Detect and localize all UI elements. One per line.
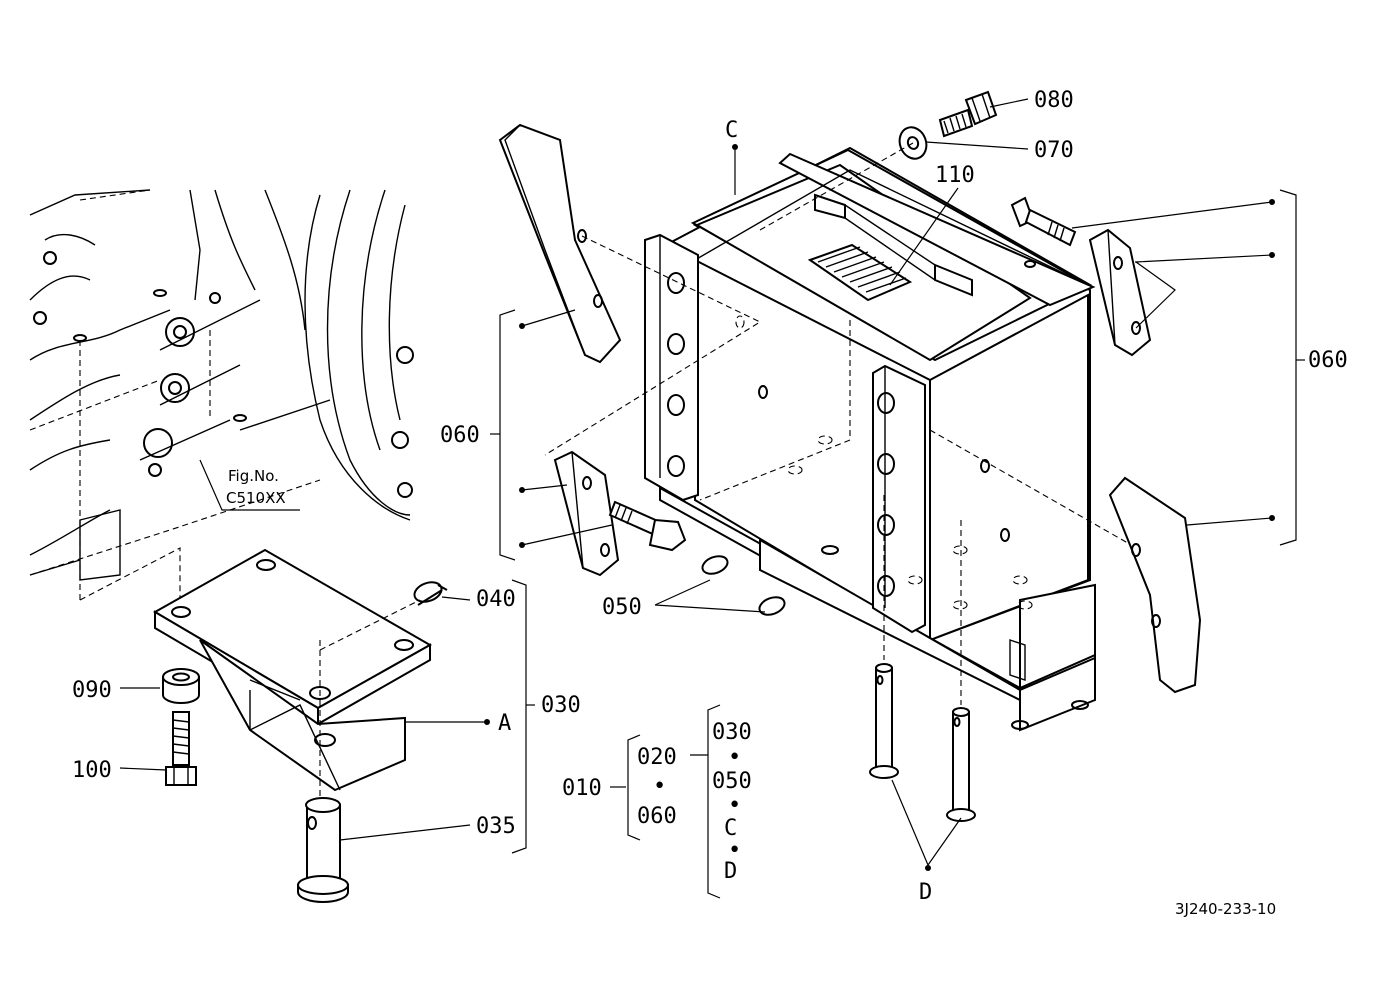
bolt-right-upper (1010, 196, 1077, 247)
callout-060-left: 060 (440, 423, 480, 448)
callout-c: C (725, 118, 738, 143)
assembly-separator: • (728, 745, 741, 770)
assembly-group2-item: D (724, 859, 737, 884)
assembly-group1-item: 060 (637, 804, 677, 829)
leader-lines (119, 98, 1305, 899)
weight-plate-right-upper (1088, 228, 1152, 357)
callout-040: 040 (476, 587, 516, 612)
callout-070: 070 (1034, 138, 1074, 163)
tractor-frame-fragment: Fig.No. C510XX (29, 189, 414, 581)
assembly-separator: • (728, 793, 741, 818)
callout-d: D (919, 880, 932, 905)
callout-030: 030 (541, 693, 581, 718)
callout-035: 035 (476, 814, 516, 839)
callout-110: 110 (935, 163, 975, 188)
assembly-separator: • (653, 774, 666, 799)
callout-a: A (498, 711, 511, 736)
fig-ref-line1: Fig.No. (228, 467, 279, 485)
bolt-left-middle (608, 500, 687, 552)
fig-ref-line2: C510XX (226, 489, 286, 507)
bracket-030 (152, 548, 433, 800)
weight-plate-left-upper (498, 123, 762, 456)
assembly-group2-item: C (724, 816, 737, 841)
weight-plate-right-lower (1108, 476, 1202, 694)
assembly-separator: • (728, 838, 741, 863)
pin-d-right (946, 707, 976, 822)
weight-block (644, 146, 1141, 732)
lynch-pin-040 (413, 581, 448, 606)
assembly-root: 010 (562, 776, 602, 801)
pin-035 (297, 797, 349, 903)
callout-090: 090 (72, 678, 112, 703)
callout-060-right: 060 (1308, 348, 1348, 373)
assembly-group2-item: 050 (712, 769, 752, 794)
callout-100: 100 (72, 758, 112, 783)
callout-labels: 080 070 110 C 060 060 050 040 030 A 090 … (72, 88, 1348, 905)
callout-080: 080 (1034, 88, 1074, 113)
bolt-080 (938, 90, 998, 138)
assembly-group1-item: 020 (637, 745, 677, 770)
drawing-id: 3J240-233-10 (1175, 900, 1276, 918)
assembly-group2-item: 030 (712, 720, 752, 745)
weight-plate-left-lower (553, 450, 620, 577)
pin-d-left (869, 663, 899, 779)
callout-050: 050 (602, 595, 642, 620)
bolt-100 (165, 711, 197, 786)
assembly-tree: 010 020 • 060 030 • 050 • C • D (562, 720, 752, 884)
clip-050 (701, 555, 786, 616)
spacer-090 (162, 668, 200, 704)
